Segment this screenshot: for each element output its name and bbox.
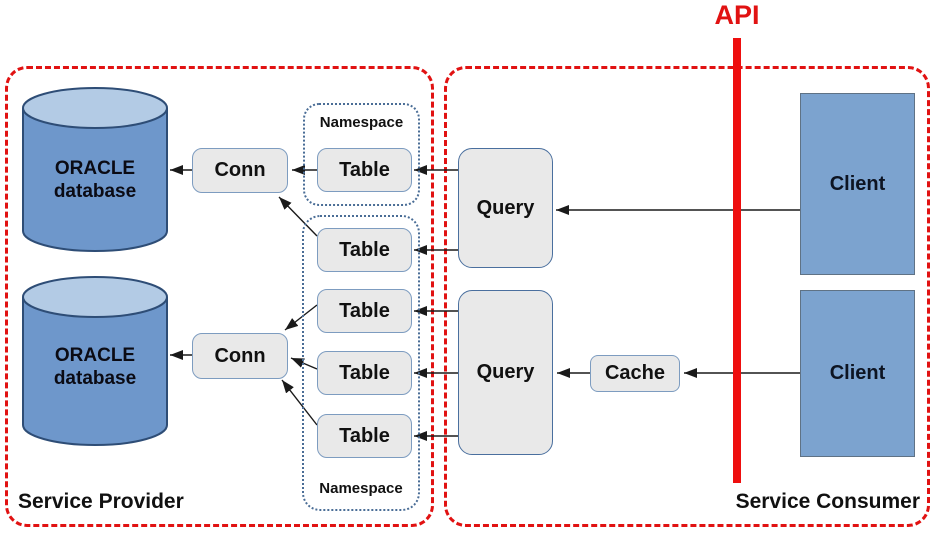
query-box-2: Query [458, 290, 553, 455]
service-provider-zone [5, 66, 434, 527]
oracle-database-1-label: ORACLE database [23, 157, 167, 203]
conn-box-1: Conn [192, 148, 288, 193]
db2-name-line1: ORACLE [54, 345, 136, 366]
client-box-1: Client [800, 93, 915, 275]
table-box-4: Table [317, 351, 412, 395]
db2-name-line2: database [53, 368, 137, 389]
oracle-database-2-label: ORACLE database [23, 344, 167, 390]
db-cylinder-1 [22, 87, 168, 252]
db1-name-line1: ORACLE [54, 158, 136, 179]
service-consumer-zone [444, 66, 930, 527]
namespace-2-label: Namespace [319, 480, 403, 497]
arrow-table4-to-conn2 [290, 357, 318, 370]
query-box-1: Query [458, 148, 553, 268]
cache-box: Cache [590, 355, 680, 392]
service-provider-label: Service Provider [18, 490, 184, 513]
arrow-table3-to-conn2 [284, 304, 318, 331]
service-consumer-label: Service Consumer [735, 490, 920, 513]
table-box-2: Table [317, 228, 412, 272]
namespace-1-label: Namespace [319, 114, 404, 131]
db1-name-line2: database [53, 181, 137, 202]
api-label: API [714, 0, 760, 30]
conn-box-2: Conn [192, 333, 288, 379]
table-box-3: Table [317, 289, 412, 333]
namespace-group-2: Namespace [302, 215, 420, 511]
arrow-table5-to-conn2 [281, 379, 318, 426]
namespace-group-1: Namespace [303, 103, 420, 206]
client-box-2: Client [800, 290, 915, 457]
table-box-5: Table [317, 414, 412, 458]
api-boundary-line [733, 38, 741, 483]
table-box-1: Table [317, 148, 412, 192]
db-cylinder-2 [22, 276, 168, 446]
